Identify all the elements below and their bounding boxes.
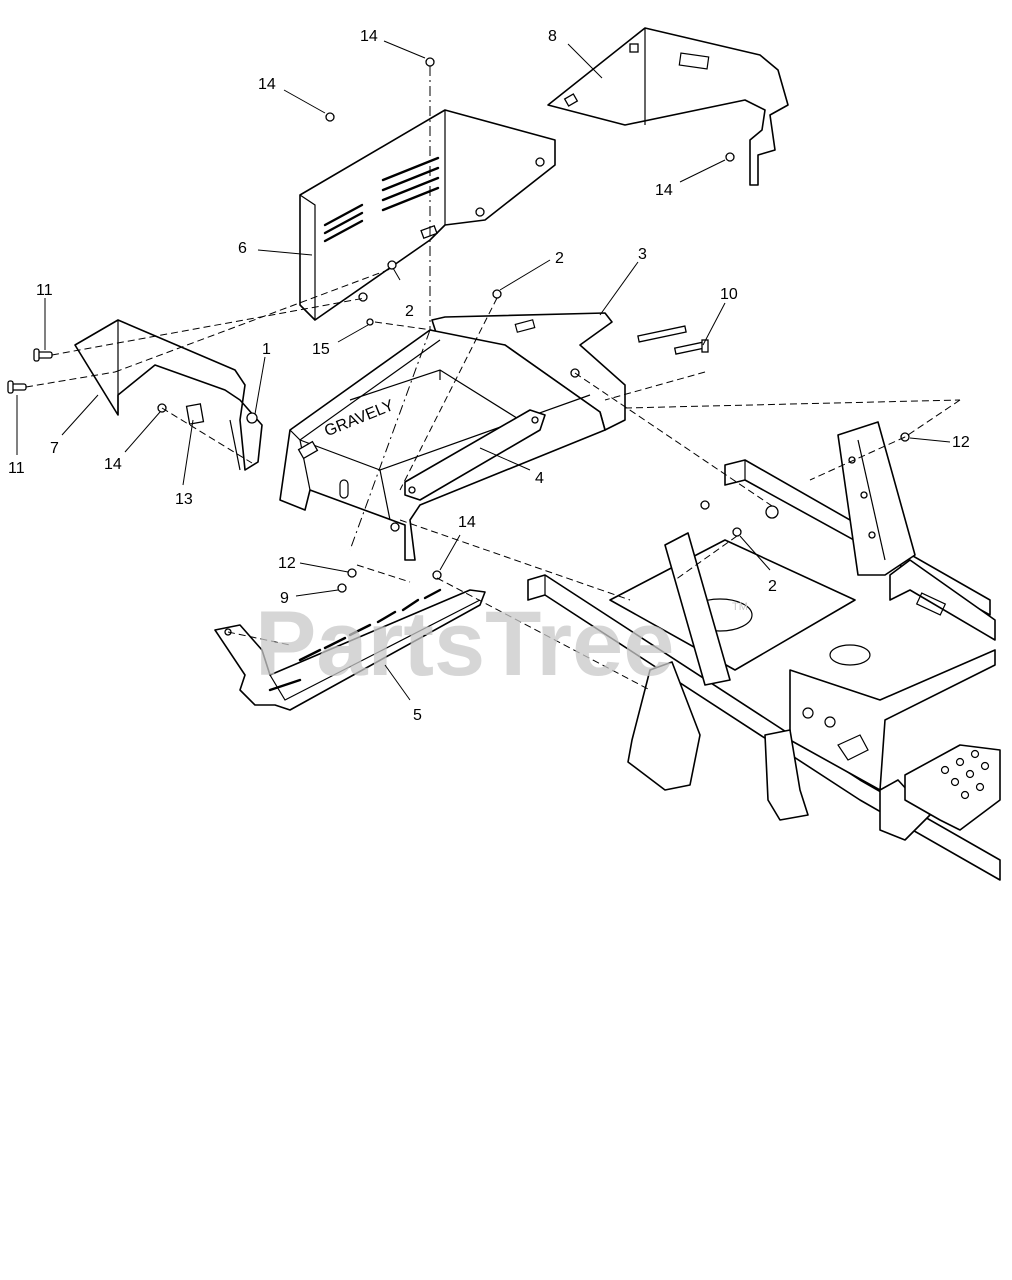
callout-14-middle: 14 <box>458 514 476 531</box>
vent-slots <box>323 156 440 243</box>
callout-leaders <box>16 40 951 701</box>
part-5-guard[interactable] <box>214 588 486 711</box>
part-8-cover[interactable] <box>547 27 789 186</box>
callout-10: 10 <box>720 286 738 303</box>
hardware <box>7 57 910 593</box>
part-6-cover[interactable] <box>299 109 556 321</box>
callout-labels: 14 14 8 14 6 2 2 3 10 11 15 1 7 14 13 11… <box>8 28 970 724</box>
callout-2-b: 2 <box>405 303 414 320</box>
callout-2-a: 2 <box>555 250 564 267</box>
callout-4: 4 <box>535 470 544 487</box>
callout-8: 8 <box>548 28 557 45</box>
pin-11-upper[interactable] <box>33 348 53 362</box>
callout-6: 6 <box>238 240 247 257</box>
callout-11-lower: 11 <box>8 460 25 477</box>
svg-text:PartsTree: PartsTree <box>255 593 674 695</box>
callout-11-upper: 11 <box>36 282 53 299</box>
callout-13: 13 <box>175 491 193 508</box>
callout-14-top: 14 <box>360 28 378 45</box>
callout-14-right: 14 <box>655 182 673 199</box>
part-7-panel[interactable] <box>74 319 263 471</box>
assembly-lines <box>25 66 961 691</box>
part-4-strap[interactable] <box>404 409 546 501</box>
callout-1: 1 <box>262 341 271 358</box>
callout-15: 15 <box>312 341 330 358</box>
callout-12-right: 12 <box>952 434 970 451</box>
callout-3: 3 <box>638 246 647 263</box>
callout-2-c: 2 <box>768 578 777 595</box>
callout-14-left-bottom: 14 <box>104 456 122 473</box>
callout-9: 9 <box>280 590 289 607</box>
callout-12-left: 12 <box>278 555 296 572</box>
callout-14-left-top: 14 <box>258 76 276 93</box>
callout-5: 5 <box>413 707 422 724</box>
pin-11-lower[interactable] <box>7 380 27 394</box>
svg-text:TM: TM <box>732 601 748 613</box>
step-plate-holes <box>940 749 990 800</box>
watermark: PartsTree TM <box>255 593 748 695</box>
main-frame[interactable] <box>527 421 1001 881</box>
seat-mount-body[interactable]: GRAVELY <box>279 329 606 561</box>
guard-slots <box>268 588 442 692</box>
callout-7: 7 <box>50 440 59 457</box>
bolt-10[interactable] <box>637 325 709 355</box>
